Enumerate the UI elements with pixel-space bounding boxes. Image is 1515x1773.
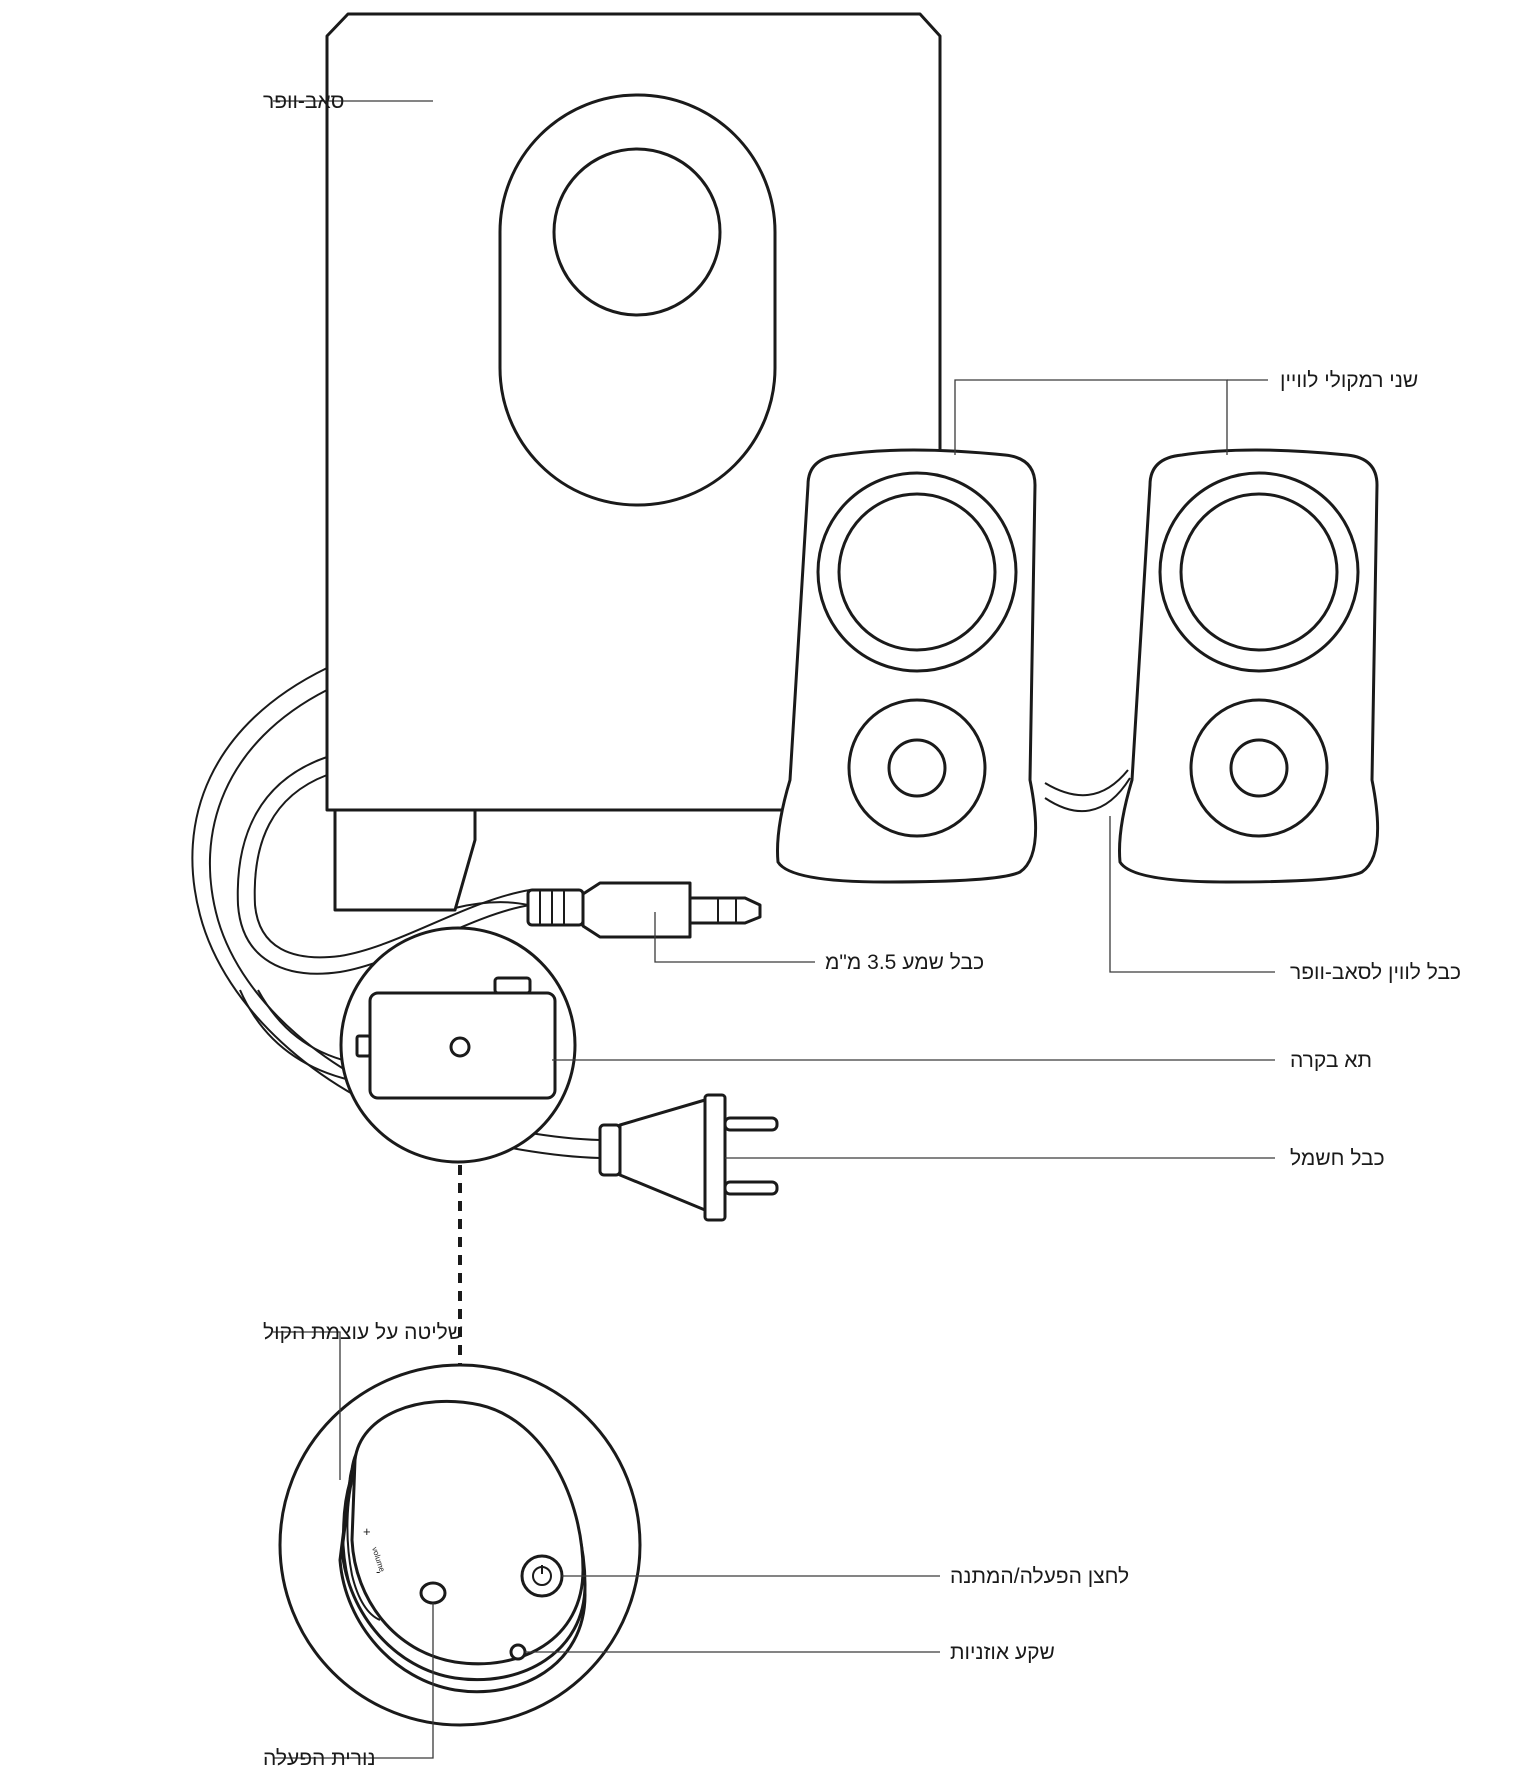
power-button[interactable] bbox=[520, 1554, 564, 1598]
leader-power-led bbox=[273, 1603, 434, 1759]
label-audio-cable: כבל שמע 3.5 מ"מ bbox=[825, 951, 984, 974]
power-plug-face bbox=[703, 1093, 727, 1222]
volume-wheel-edge bbox=[346, 1469, 381, 1621]
power-plug-strain-relief bbox=[598, 1123, 622, 1177]
label-satellite-cable: כבל לווין לסאב-וופר bbox=[1290, 961, 1461, 984]
label-headphone-jack: שקע אוזניות bbox=[950, 1641, 1055, 1664]
audio-plug bbox=[454, 881, 762, 939]
power-plug bbox=[598, 1093, 779, 1222]
leader-audio-cable bbox=[654, 912, 815, 963]
volume-plus-marking: + bbox=[363, 1524, 371, 1539]
control-pod-top-detail: + volume - bbox=[278, 1363, 642, 1727]
audio-plug-strain-relief bbox=[526, 888, 585, 927]
label-power-cable: כבל חשמל bbox=[1290, 1147, 1385, 1170]
label-power-led: נורית הפעלה bbox=[263, 1747, 376, 1770]
control-pod-detail bbox=[339, 926, 577, 1164]
satellite-right-tweeter bbox=[1179, 492, 1339, 652]
control-pod-tab bbox=[493, 976, 532, 995]
leader-lines bbox=[273, 100, 1275, 1759]
satellite-right-woofer bbox=[1229, 738, 1289, 798]
power-plug-prong-bottom bbox=[723, 1180, 779, 1196]
leader-volume bbox=[273, 1331, 341, 1480]
label-volume-control: שליטה על עוצמת הקול bbox=[263, 1321, 463, 1344]
subwoofer bbox=[325, 12, 942, 912]
leader-satellite-cable bbox=[1109, 816, 1275, 973]
subwoofer-base bbox=[333, 808, 477, 912]
satellite-speaker-left bbox=[776, 448, 1038, 884]
satellite-speaker-right bbox=[1118, 448, 1380, 884]
subwoofer-driver bbox=[552, 147, 722, 317]
label-satellites: שני רמקולי לוויין bbox=[1280, 369, 1418, 392]
leader-satellites bbox=[954, 379, 1228, 455]
label-subwoofer: סאב-וופר bbox=[263, 90, 344, 113]
power-led bbox=[419, 1581, 447, 1605]
pod-cable-inner bbox=[253, 774, 531, 959]
pod-cable-lower bbox=[239, 989, 351, 1081]
control-pod-led-hole bbox=[449, 1036, 471, 1058]
control-pod-side-port bbox=[355, 1034, 372, 1058]
headphone-jack[interactable] bbox=[509, 1643, 527, 1661]
audio-plug-tip bbox=[688, 896, 762, 925]
control-pod-top-surface bbox=[350, 1399, 585, 1666]
satellite-left-woofer bbox=[887, 738, 947, 798]
pod-cable-lower-inner bbox=[257, 989, 351, 1063]
volume-minus-marking: - bbox=[376, 1564, 380, 1579]
label-control-pod: תא בקרה bbox=[1290, 1049, 1372, 1072]
labels: סאב-וופר שני רמקולי לוויין כבל לווין לסא… bbox=[263, 90, 1461, 1770]
audio-plug-body bbox=[581, 881, 692, 939]
audio-plug-cable bbox=[454, 901, 529, 909]
satellite-left-tweeter bbox=[837, 492, 997, 652]
power-plug-prong-top bbox=[723, 1116, 779, 1132]
satellite-link-cable-inner bbox=[1044, 769, 1129, 797]
satellite-link-cable bbox=[1044, 777, 1131, 812]
label-power-button: לחצן הפעלה/המתנה bbox=[950, 1565, 1129, 1588]
power-plug-body bbox=[618, 1098, 707, 1212]
